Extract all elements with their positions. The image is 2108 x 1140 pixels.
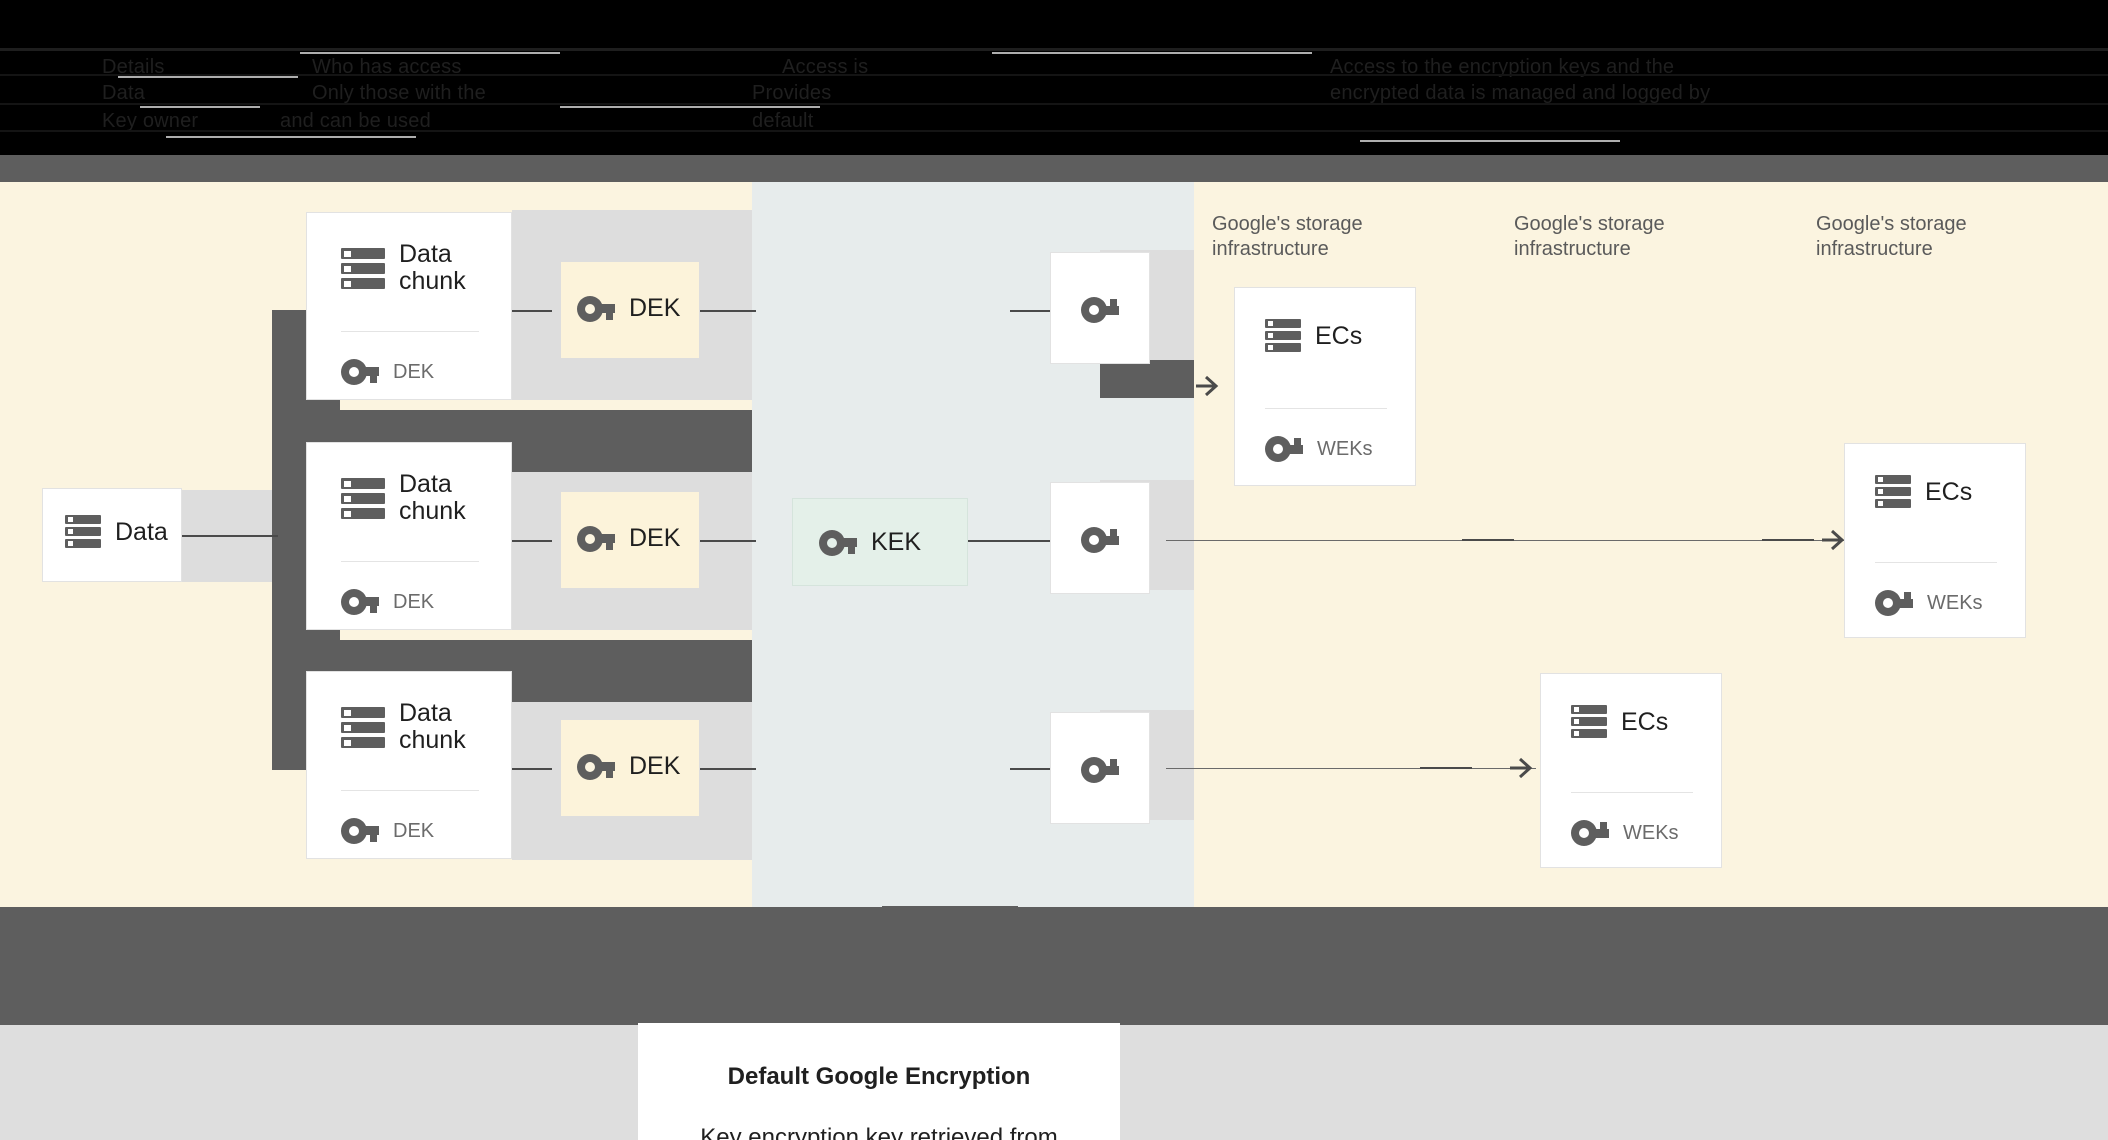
connector-row3 [1166, 768, 1536, 769]
wrapped-key-card-3[interactable] [1050, 712, 1150, 824]
data-chunk-title: Data chunk [399, 470, 466, 525]
data-chunk-title: Data chunk [399, 240, 466, 295]
header-cell-r1c1: Details [102, 56, 165, 78]
key-icon [819, 529, 857, 556]
key-icon [341, 818, 379, 844]
header-dark-strip-left [0, 155, 256, 182]
ecs-title: ECs [1315, 321, 1363, 350]
arrowhead-row3 [1510, 757, 1533, 779]
ecs-title: ECs [1925, 477, 1973, 506]
arrowhead-row1 [1196, 375, 1219, 397]
connector-to-wkey1 [1010, 310, 1050, 312]
data-box[interactable]: Data [42, 488, 182, 582]
connector-long-middle-seg1 [1462, 539, 1514, 541]
storage-label-1: Google's storage infrastructure [1212, 213, 1363, 260]
connector-to-wkey3 [1010, 768, 1050, 770]
caption-title: Default Google Encryption [727, 1063, 1031, 1090]
data-chunk-card-2[interactable]: Data chunk DEK [306, 442, 512, 630]
kek-zone-notch [752, 890, 882, 907]
weks-label: WEKs [1927, 591, 1983, 614]
header-cell-r1c3: Access is [782, 56, 869, 78]
storage-icon [1875, 474, 1911, 510]
connector-data-to-fanout [178, 535, 278, 537]
key-icon [1265, 436, 1303, 462]
key-icon [577, 753, 615, 780]
weks-label: WEKs [1317, 437, 1373, 460]
dek-box-3[interactable]: DEK [561, 720, 699, 816]
key-icon [1571, 820, 1609, 846]
key-icon [341, 359, 379, 385]
obscured-header-text-block: Details Who has access Access is Access … [0, 48, 2108, 168]
data-chunk-card-1[interactable]: Data chunk DEK [306, 212, 512, 400]
data-chunk-card-3[interactable]: Data chunk DEK [306, 671, 512, 859]
header-cell-r1c2: Who has access [312, 56, 462, 78]
header-cell-r3c1: Key owner [102, 110, 199, 132]
key-icon [577, 525, 615, 552]
connector-chunk2-to-dek [512, 540, 552, 542]
caption-body-line1: Key encryption key retrieved from [700, 1124, 1058, 1140]
storage-icon [341, 476, 385, 520]
key-icon [1875, 590, 1913, 616]
header-cell-r2c3: Provides [752, 82, 832, 104]
header-dark-strip-right [256, 155, 2108, 182]
dark-connector-row1 [1100, 360, 1194, 398]
storage-icon [1571, 704, 1607, 740]
footer-grey-left [0, 1025, 638, 1140]
dek-box-2[interactable]: DEK [561, 492, 699, 588]
ecs-card-3[interactable]: ECs WEKs [1540, 673, 1722, 868]
storage-icon [1265, 318, 1301, 354]
storage-icon [341, 246, 385, 290]
dek-label: DEK [629, 752, 681, 780]
dek-box-1[interactable]: DEK [561, 262, 699, 358]
data-chunk-dek-label: DEK [393, 360, 435, 383]
data-chunk-dek-label: DEK [393, 819, 435, 842]
kek-box[interactable]: KEK [792, 498, 968, 586]
header-cell-r2c2: Only those with the [312, 82, 486, 104]
caption-card: Default Google Encryption Key encryption… [638, 1023, 1120, 1140]
connector-kek-to-wkey2 [968, 540, 1050, 542]
connector-chunk1-to-dek [512, 310, 552, 312]
key-icon [1081, 527, 1119, 553]
data-box-label: Data [115, 517, 168, 546]
ecs-card-1[interactable]: ECs WEKs [1234, 287, 1416, 486]
obscured-header-background [0, 0, 2108, 180]
key-icon [1081, 757, 1119, 783]
key-icon [341, 589, 379, 615]
connector-dek1-right [700, 310, 756, 312]
storage-label-2: Google's storage infrastructure [1514, 213, 1665, 260]
arrowhead-row2 [1822, 529, 1845, 551]
kek-label: KEK [871, 528, 922, 556]
connector-long-middle-seg2 [1762, 539, 1814, 541]
storage-icon [65, 514, 101, 550]
ecs-card-2[interactable]: ECs WEKs [1844, 443, 2026, 638]
header-cell-r2c4: encrypted data is managed and logged by [1330, 82, 1711, 104]
dek-label: DEK [629, 294, 681, 322]
wrapped-key-card-1[interactable] [1050, 252, 1150, 364]
connector-chunk3-to-dek [512, 768, 552, 770]
header-cell-r3c3: default [752, 110, 814, 132]
header-cell-r1c4: Access to the encryption keys and the [1330, 56, 1675, 78]
storage-icon [341, 705, 385, 749]
dek-label: DEK [629, 524, 681, 552]
connector-dek3-right [700, 768, 756, 770]
header-cell-r2c1: Data [102, 82, 146, 104]
header-cell-r3c2: and can be used [280, 110, 431, 132]
wrapped-key-card-2[interactable] [1050, 482, 1150, 594]
weks-label: WEKs [1623, 821, 1679, 844]
key-icon [1081, 297, 1119, 323]
storage-label-3: Google's storage infrastructure [1816, 213, 1967, 260]
key-icon [577, 295, 615, 322]
footer-dark-band [0, 907, 2108, 1035]
ecs-title: ECs [1621, 707, 1669, 736]
data-chunk-title: Data chunk [399, 699, 466, 754]
connector-row3-seg [1420, 767, 1472, 769]
connector-dek2-right [700, 540, 756, 542]
data-chunk-dek-label: DEK [393, 590, 435, 613]
